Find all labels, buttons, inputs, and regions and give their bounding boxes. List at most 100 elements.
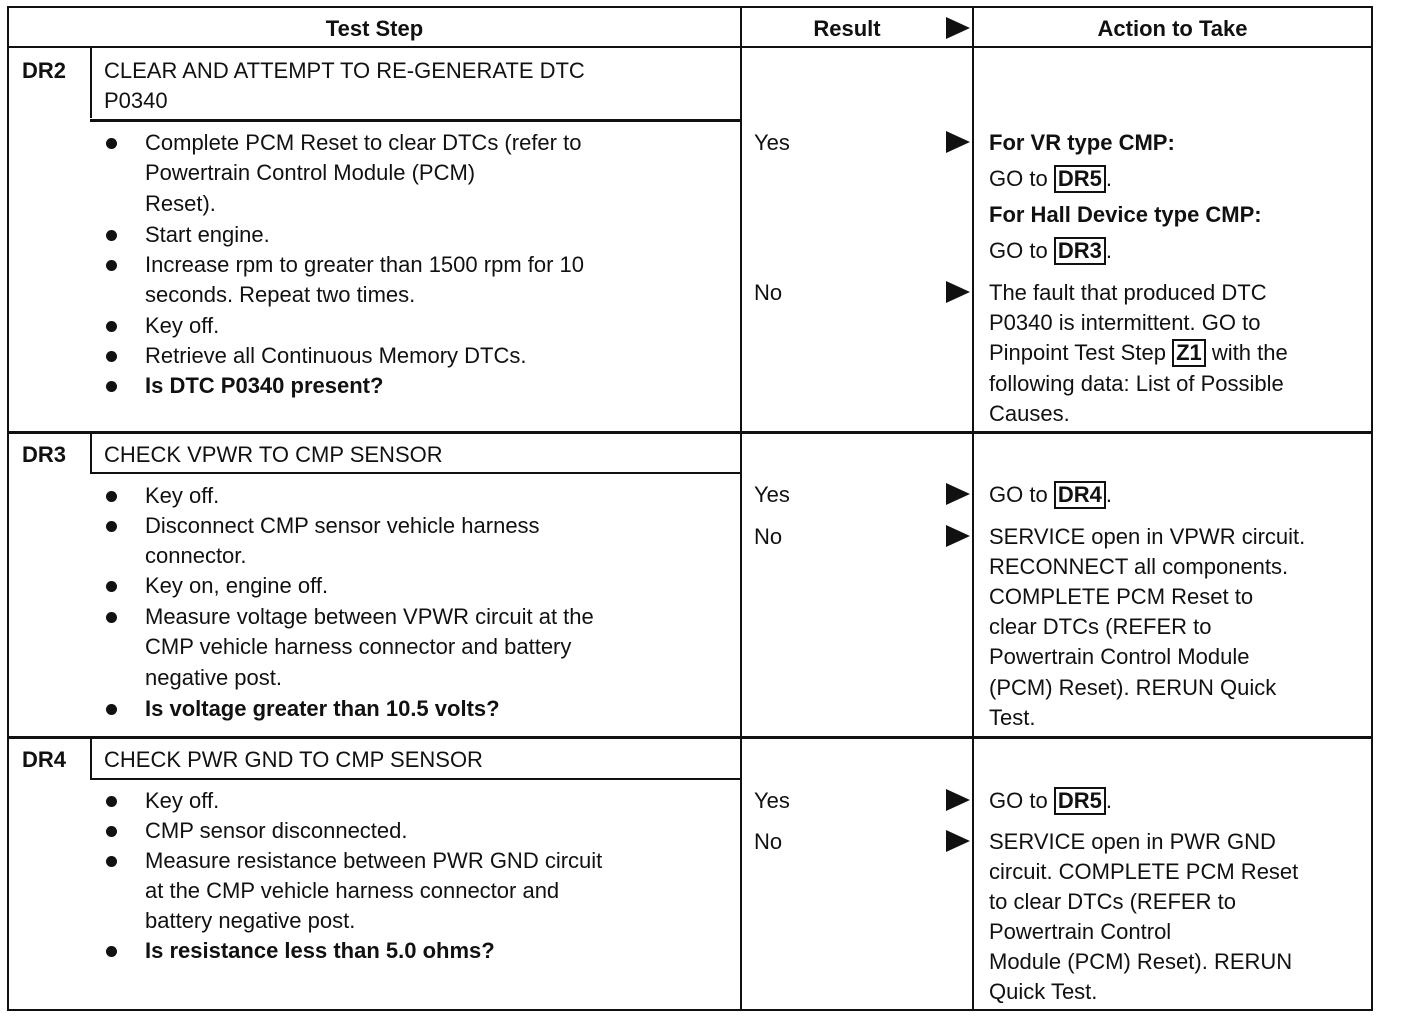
bullet-icon bbox=[106, 491, 117, 502]
period: . bbox=[1105, 238, 1112, 263]
dr3-step: CMP vehicle harness connector and batter… bbox=[145, 634, 572, 659]
header-bottom-border bbox=[7, 46, 1373, 48]
dr4-no-line: Module (PCM) Reset). RERUN bbox=[989, 949, 1293, 974]
dr2-no-line: Causes. bbox=[989, 401, 1070, 426]
dr3-title: CHECK VPWR TO CMP SENSOR bbox=[104, 442, 443, 467]
dr2-step: Key off. bbox=[145, 313, 220, 338]
dr2-step: Reset). bbox=[145, 191, 216, 216]
dr2-title-underline bbox=[90, 119, 740, 122]
dr4-yes-goto: GO to DR5. bbox=[989, 786, 1112, 816]
arrow-icon bbox=[946, 789, 970, 811]
dr3-no-line: clear DTCs (REFER to bbox=[989, 614, 1212, 639]
arrow-icon bbox=[946, 830, 970, 852]
dr2-code: DR2 bbox=[22, 58, 67, 83]
dr3-question: Is voltage greater than 10.5 volts? bbox=[145, 696, 500, 721]
step-reference-link[interactable]: DR5 bbox=[1053, 165, 1106, 193]
dr3-step: Key on, engine off. bbox=[145, 573, 329, 598]
bullet-icon bbox=[106, 381, 117, 392]
dr2-result-yes: Yes bbox=[754, 130, 790, 155]
dr3-title-underline bbox=[90, 472, 740, 474]
table-right-border bbox=[1371, 6, 1373, 1011]
bullet-icon bbox=[106, 321, 117, 332]
bullet-icon bbox=[106, 581, 117, 592]
dr3-step: negative post. bbox=[145, 665, 282, 690]
dr4-code: DR4 bbox=[22, 747, 67, 772]
dr4-question: Is resistance less than 5.0 ohms? bbox=[145, 938, 495, 963]
table-bottom-border bbox=[7, 1009, 1373, 1011]
dr2-title-line-1: CLEAR AND ATTEMPT TO RE-GENERATE DTC bbox=[104, 58, 585, 83]
dr3-result-yes: Yes bbox=[754, 482, 790, 507]
goto-label: GO to bbox=[989, 788, 1048, 813]
step-reference-link[interactable]: DR3 bbox=[1053, 237, 1106, 265]
dr2-result-no: No bbox=[754, 280, 783, 305]
dr4-no-line: Powertrain Control bbox=[989, 919, 1172, 944]
dr4-no-line: SERVICE open in PWR GND bbox=[989, 829, 1276, 854]
goto-label: GO to bbox=[989, 482, 1048, 507]
arrow-icon bbox=[946, 525, 970, 547]
goto-label: GO to bbox=[989, 238, 1048, 263]
dr2-yes-hall-heading: For Hall Device type CMP: bbox=[989, 202, 1262, 227]
dr4-step: Measure resistance between PWR GND circu… bbox=[145, 848, 603, 873]
dr3-step: Measure voltage between VPWR circuit at … bbox=[145, 604, 594, 629]
dr3-no-line: Test. bbox=[989, 705, 1036, 730]
col-divider-action bbox=[972, 6, 974, 1011]
dr2-step: Retrieve all Continuous Memory DTCs. bbox=[145, 343, 527, 368]
dr2-title-line-2: P0340 bbox=[104, 88, 168, 113]
bullet-icon bbox=[106, 521, 117, 532]
bullet-icon bbox=[106, 260, 117, 271]
bullet-icon bbox=[106, 704, 117, 715]
step-reference-link[interactable]: Z1 bbox=[1172, 339, 1206, 367]
header-action: Action to Take bbox=[1097, 16, 1248, 41]
dr3-yes-goto: GO to DR4. bbox=[989, 480, 1112, 510]
dr4-code-divider bbox=[90, 739, 92, 779]
dr4-title-underline bbox=[90, 778, 740, 780]
dr2-question: Is DTC P0340 present? bbox=[145, 373, 384, 398]
dr3-code-divider bbox=[90, 434, 92, 474]
header-arrow-icon bbox=[946, 17, 970, 39]
arrow-icon bbox=[946, 483, 970, 505]
dr2-no-line: following data: List of Possible bbox=[989, 371, 1284, 396]
goto-label: GO to bbox=[989, 166, 1048, 191]
bullet-icon bbox=[106, 612, 117, 623]
dr4-step: Key off. bbox=[145, 788, 220, 813]
step-reference-link[interactable]: DR4 bbox=[1053, 481, 1106, 509]
period: . bbox=[1105, 482, 1112, 507]
dr2-no-text: with the bbox=[1211, 340, 1288, 365]
dr3-no-line: Powertrain Control Module bbox=[989, 644, 1250, 669]
dr2-yes-vr-heading: For VR type CMP: bbox=[989, 130, 1175, 155]
dr4-no-line: to clear DTCs (REFER to bbox=[989, 889, 1236, 914]
dr4-result-yes: Yes bbox=[754, 788, 790, 813]
dr3-no-line: RECONNECT all components. bbox=[989, 554, 1289, 579]
bullet-icon bbox=[106, 796, 117, 807]
dr2-step: Powertrain Control Module (PCM) bbox=[145, 160, 476, 185]
bullet-icon bbox=[106, 826, 117, 837]
dr3-step: Disconnect CMP sensor vehicle harness bbox=[145, 513, 540, 538]
dr2-step: Increase rpm to greater than 1500 rpm fo… bbox=[145, 252, 585, 277]
dr2-no-text: Pinpoint Test Step bbox=[989, 340, 1166, 365]
bullet-icon bbox=[106, 138, 117, 149]
dr2-step: seconds. Repeat two times. bbox=[145, 282, 416, 307]
dr4-no-line: circuit. COMPLETE PCM Reset bbox=[989, 859, 1299, 884]
bullet-icon bbox=[106, 230, 117, 241]
dr4-no-line: Quick Test. bbox=[989, 979, 1098, 1004]
dr2-step: Start engine. bbox=[145, 222, 270, 247]
period: . bbox=[1105, 166, 1112, 191]
row-separator-dr3 bbox=[7, 431, 1373, 434]
bullet-icon bbox=[106, 351, 117, 362]
header-result: Result bbox=[813, 16, 881, 41]
header-test-step: Test Step bbox=[325, 16, 424, 41]
dr3-code: DR3 bbox=[22, 442, 67, 467]
dr2-yes-goto-2: GO to DR3. bbox=[989, 236, 1112, 266]
dr3-result-no: No bbox=[754, 524, 783, 549]
arrow-icon bbox=[946, 131, 970, 153]
dr2-yes-goto-1: GO to DR5. bbox=[989, 164, 1112, 194]
dr3-no-line: COMPLETE PCM Reset to bbox=[989, 584, 1254, 609]
step-reference-link[interactable]: DR5 bbox=[1053, 787, 1106, 815]
table-left-border bbox=[7, 6, 9, 1011]
dr3-no-line: (PCM) Reset). RERUN Quick bbox=[989, 675, 1277, 700]
dr3-step: connector. bbox=[145, 543, 247, 568]
dr4-step: CMP sensor disconnected. bbox=[145, 818, 408, 843]
dr4-step: at the CMP vehicle harness connector and bbox=[145, 878, 560, 903]
table-top-border bbox=[7, 6, 1373, 8]
dr2-step: Complete PCM Reset to clear DTCs (refer … bbox=[145, 130, 582, 155]
